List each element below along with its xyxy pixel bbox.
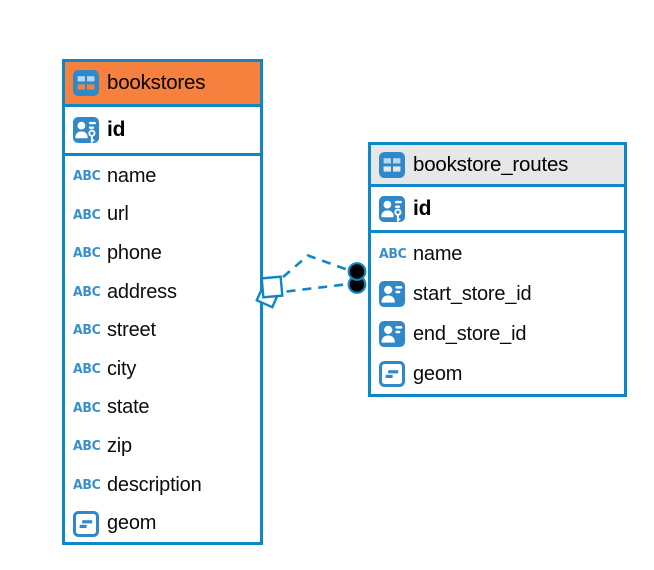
text-abc-icon: ABC [73,167,101,184]
column-name: phone [107,241,162,264]
geometry-icon [379,361,405,387]
one-side-square-marker-front [260,275,284,299]
column-row: ABC name [65,157,260,196]
table-node-bookstores[interactable]: bookstores id ABC name ABC url ABC phone… [62,59,263,545]
text-abc-icon: ABC [73,360,101,377]
column-list: ABC name start_store_id end_store_id geo… [371,233,624,394]
column-row: ABC description [65,466,260,505]
column-name: url [107,203,129,226]
column-name: geom [413,362,463,385]
column-row: ABC name [371,234,624,274]
column-name: city [107,357,137,380]
column-row-primary-key: id [65,107,260,156]
column-name: start_store_id [413,282,532,305]
text-abc-icon: ABC [379,245,407,262]
many-side-dot-marker-upper [347,262,367,281]
column-name: description [107,473,202,496]
column-name: geom [107,512,157,535]
table-header-bookstores[interactable]: bookstores [65,62,260,107]
column-row: ABC zip [65,427,260,466]
column-name: end_store_id [413,322,527,345]
column-row: end_store_id [371,314,624,354]
text-abc-icon: ABC [73,322,101,338]
column-icon-slot: ABC [73,324,107,337]
column-name: name [413,242,463,265]
relationship-line-end-store [286,282,350,293]
text-abc-icon: ABC [73,283,101,300]
text-abc-icon: ABC [73,399,101,415]
person-card-icon [379,281,405,307]
person-key-icon [379,196,405,222]
table-icon [73,70,99,96]
table-title: bookstore_routes [413,152,569,176]
column-icon-slot: ABC [73,360,107,377]
text-abc-icon: ABC [73,244,101,261]
geometry-icon [73,511,99,537]
column-icon-slot [379,281,413,307]
person-card-icon [379,321,405,347]
column-row: start_store_id [371,274,624,314]
relationship-line-start-store [282,254,350,278]
column-icon-slot: ABC [73,437,107,454]
column-icon-slot: ABC [73,244,107,261]
column-name: zip [107,434,132,457]
column-icon-slot: ABC [73,167,107,184]
table-title: bookstores [107,71,206,94]
column-row: ABC city [65,350,260,389]
person-key-icon [73,117,99,143]
column-row: geom [371,354,624,394]
column-row-primary-key: id [371,187,624,233]
column-icon-slot: ABC [73,399,107,415]
text-abc-icon: ABC [73,476,101,493]
column-name: street [107,319,156,342]
column-row: geom [65,504,260,543]
column-icon-slot: ABC [73,476,107,493]
pk-icon-slot [379,196,413,222]
column-name: name [107,164,157,187]
column-name: state [107,396,150,419]
column-row: ABC state [65,389,260,428]
primary-key-name: id [107,118,126,141]
column-row: ABC url [65,196,260,235]
column-icon-slot: ABC [73,283,107,300]
column-name: address [107,280,177,303]
pk-icon-slot [73,117,107,143]
column-row: ABC street [65,311,260,350]
column-row: ABC address [65,273,260,312]
text-abc-icon: ABC [73,437,101,454]
table-node-bookstore-routes[interactable]: bookstore_routes id ABC name start_store… [368,142,627,397]
text-abc-icon: ABC [73,206,101,222]
column-icon-slot [73,511,107,537]
primary-key-name: id [413,196,432,220]
column-icon-slot [379,361,413,387]
many-side-dot-marker-lower [347,275,367,294]
column-icon-slot: ABC [73,206,107,222]
table-icon [379,152,405,178]
table-header-bookstore-routes[interactable]: bookstore_routes [371,145,624,187]
column-row: ABC phone [65,234,260,273]
column-icon-slot: ABC [379,245,413,262]
column-list: ABC name ABC url ABC phone ABC address A… [65,156,260,543]
column-icon-slot [379,321,413,347]
